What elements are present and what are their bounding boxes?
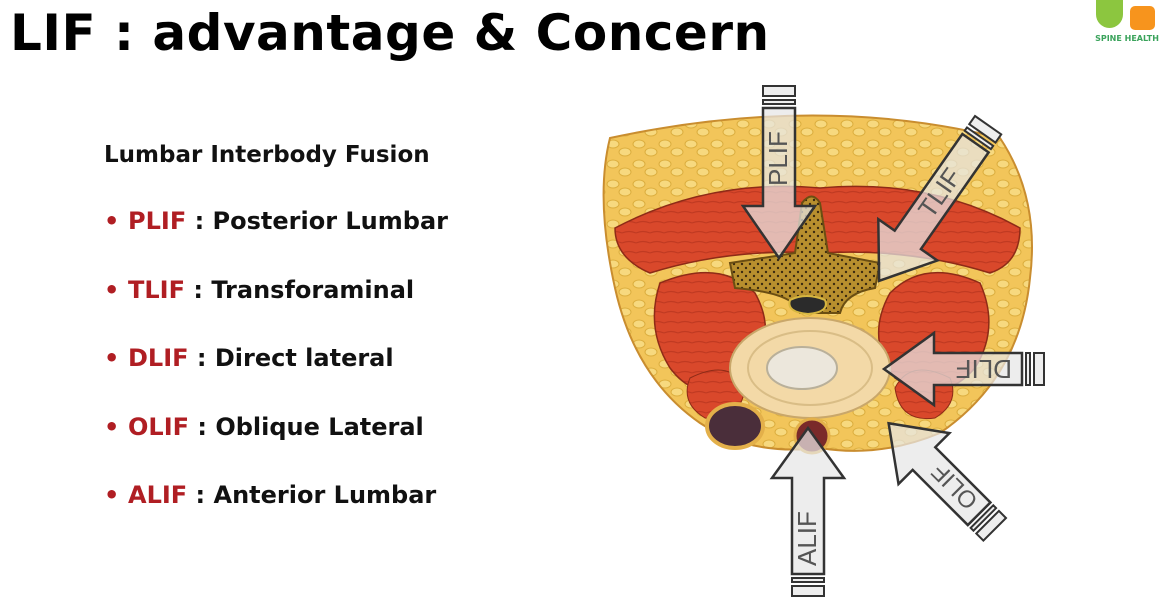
item-abbr: PLIF — [128, 207, 187, 235]
approach-list: • PLIF : Posterior Lumbar • TLIF : Transfo… — [104, 207, 448, 550]
item-desc: Transforaminal — [211, 275, 415, 304]
item-sep: : — [185, 275, 212, 304]
arrow-dlif: DLIF — [881, 330, 1045, 408]
item-sep: : — [186, 207, 213, 235]
logo-text: SPINE HEALTH — [1095, 34, 1159, 43]
logo-green-shape — [1096, 0, 1123, 28]
logo-orange-shape — [1130, 6, 1155, 30]
item-abbr: ALIF — [128, 481, 188, 509]
item-sep: : — [187, 481, 214, 509]
arrow-label-dlif: DLIF — [956, 354, 1012, 384]
bullet-icon: • — [104, 412, 120, 441]
arrow-alif: ALIF — [769, 425, 847, 597]
list-item-alif: • ALIF : Anterior Lumbar — [104, 481, 448, 550]
arrow-label-plif: PLIF — [763, 131, 793, 186]
disc-ring — [747, 330, 873, 406]
spine-cross-section-figure: PLIF TLIF DLIF OLIF ALIF — [602, 85, 1045, 597]
item-abbr: TLIF — [128, 275, 185, 304]
spinal-canal — [788, 295, 827, 316]
bullet-icon: • — [104, 481, 120, 509]
item-desc: Direct lateral — [214, 344, 394, 372]
arrow-plif: PLIF — [740, 85, 818, 261]
list-item-dlif: • DLIF : Direct lateral — [104, 344, 448, 413]
list-item-plif: • PLIF : Posterior Lumbar — [104, 207, 448, 276]
nucleus-pulposus — [766, 346, 838, 390]
item-desc: Oblique Lateral — [215, 412, 424, 441]
item-desc: Posterior Lumbar — [212, 207, 448, 235]
item-sep: : — [188, 344, 215, 372]
vertebra-posterior-elements — [728, 195, 882, 314]
arrow-label-alif: ALIF — [792, 511, 822, 566]
section-subtitle: Lumbar Interbody Fusion — [104, 142, 430, 168]
list-item-tlif: • TLIF : Transforaminal — [104, 276, 448, 345]
spine-health-logo: SPINE HEALTH — [1092, 0, 1162, 48]
item-sep: : — [189, 412, 216, 441]
page-title: LIF : advantage & Concern — [10, 4, 770, 62]
bullet-icon: • — [104, 275, 120, 304]
bullet-icon: • — [104, 207, 120, 235]
list-item-olif: • OLIF : Oblique Lateral — [104, 413, 448, 482]
item-abbr: DLIF — [128, 344, 189, 372]
item-desc: Anterior Lumbar — [213, 481, 437, 509]
vena-cava — [705, 402, 765, 450]
bullet-icon: • — [104, 344, 120, 372]
item-abbr: OLIF — [128, 412, 190, 441]
